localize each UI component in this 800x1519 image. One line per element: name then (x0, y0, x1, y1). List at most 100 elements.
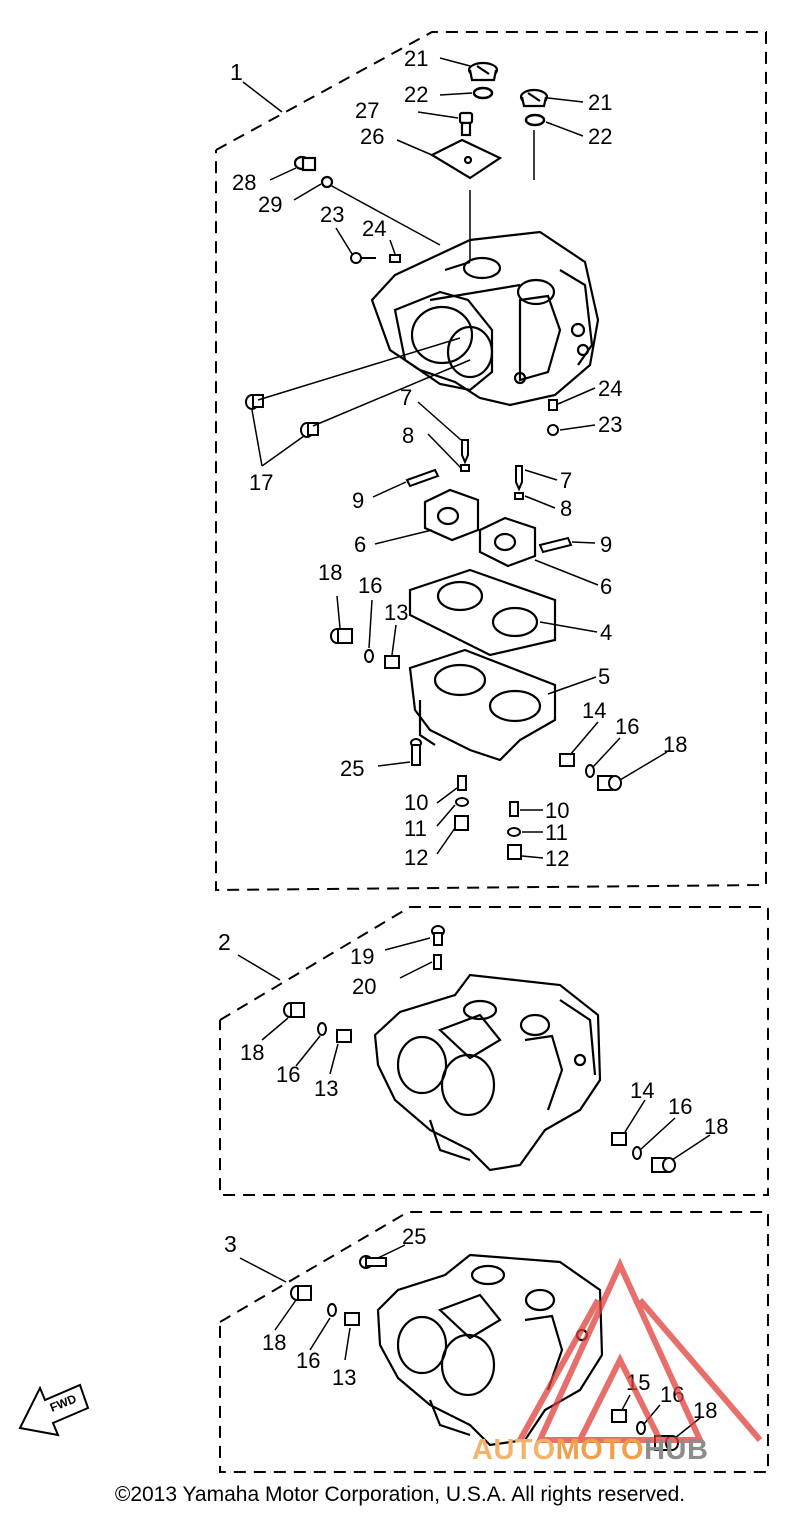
jet-15-g3 (611, 1409, 627, 1423)
callout-24-top: 24 (362, 216, 386, 241)
fwd-arrow-icon: FWD (18, 1383, 90, 1437)
float-pin-9-b (538, 536, 573, 554)
jet-13-g2 (336, 1029, 352, 1043)
screw-17-b (300, 422, 319, 438)
callout-16-g3-left: 16 (296, 1348, 320, 1373)
needle-valve-7-b (515, 465, 523, 492)
leader-lines-group-1 (251, 57, 668, 859)
callout-16-left: 16 (358, 573, 382, 598)
main-jet-10-a (457, 775, 467, 791)
gasket-4 (408, 568, 557, 657)
watermark-logo-icon (517, 1257, 763, 1443)
group-1-boundary (215, 31, 767, 892)
callout-12-a: 12 (404, 845, 428, 870)
callout-4: 4 (600, 620, 612, 645)
callout-9-a: 9 (352, 488, 364, 513)
callout-11-a: 11 (404, 816, 427, 841)
group-2-boundary (219, 906, 769, 1196)
callout-18-left: 18 (318, 560, 342, 585)
callout-21-right: 21 (588, 90, 612, 115)
screw-plug-21-left (467, 61, 499, 82)
plug-12-b (507, 844, 522, 860)
callout-22-right: 22 (588, 124, 612, 149)
watermark-part-hub: HUB (644, 1434, 709, 1466)
callout-11-b: 11 (545, 820, 568, 845)
jet-13 (384, 655, 400, 669)
callout-28: 28 (232, 170, 256, 195)
callouts-group-1: 21 22 21 22 27 26 28 29 23 24 24 23 17 7… (232, 46, 687, 871)
callout-18-right: 18 (663, 732, 687, 757)
callout-6-b: 6 (600, 574, 612, 599)
gasket-22-right (524, 113, 546, 127)
callout-24-bottom: 24 (598, 376, 622, 401)
spring-20 (433, 954, 442, 970)
screw-25 (410, 738, 422, 766)
callout-16-g2-right: 16 (668, 1094, 692, 1119)
group-2-label: 2 (218, 929, 231, 955)
callout-14: 14 (582, 698, 606, 723)
screw-27 (458, 111, 474, 137)
copyright-notice: ©2013 Yamaha Motor Corporation, U.S.A. A… (114, 1483, 686, 1506)
float-pin-9-a (405, 468, 440, 488)
cover-plate-26 (429, 138, 503, 180)
callout-9-b: 9 (600, 532, 612, 557)
callout-16-right: 16 (615, 714, 639, 739)
callout-27: 27 (355, 98, 379, 123)
needle-valve-7-a (461, 439, 469, 465)
callout-16-g2-left: 16 (276, 1062, 300, 1087)
screw-18-g2-left (283, 1002, 305, 1018)
callout-18-g2-left: 18 (240, 1040, 264, 1065)
screw-23-bottom (547, 424, 559, 436)
gasket-16-left (364, 649, 374, 663)
float-6-b (478, 516, 537, 568)
float-6-a (423, 488, 480, 542)
callout-18-g3-right: 18 (693, 1398, 717, 1423)
callout-13: 13 (384, 600, 408, 625)
leader-lines-group-3 (274, 1244, 701, 1439)
callout-17: 17 (249, 470, 273, 495)
callout-23-top: 23 (320, 202, 344, 227)
clip-8-b (514, 492, 524, 500)
group-1-label: 1 (230, 59, 243, 85)
callout-7-b: 7 (560, 468, 572, 493)
screw-plug-21-right (519, 88, 549, 108)
watermark-part-moto: MOTO (555, 1434, 645, 1466)
callout-13-g3: 13 (332, 1365, 356, 1390)
callout-10-a: 10 (404, 790, 428, 815)
screw-17-a (245, 394, 264, 410)
callout-23-bottom: 23 (598, 412, 622, 437)
callout-6-a: 6 (354, 532, 366, 557)
watermark-part-auto: AUTO (472, 1434, 556, 1466)
callout-20: 20 (352, 974, 376, 999)
gasket-16-g2-left (317, 1022, 327, 1036)
jet-13-g3 (344, 1312, 360, 1326)
callout-18-g3-left: 18 (262, 1330, 286, 1355)
plug-12-a (454, 815, 469, 831)
screw-23-top (350, 252, 376, 264)
washer-11-b (507, 827, 521, 837)
washer-11-a (455, 797, 469, 807)
screw-18-g2-right (651, 1157, 676, 1173)
gasket-22-left (472, 86, 494, 100)
carburetor-assembly-2 (373, 973, 602, 1172)
jet-14-g2 (611, 1132, 627, 1146)
callout-5: 5 (598, 664, 610, 689)
clip-8-a (460, 464, 470, 472)
callout-12-b: 12 (545, 846, 569, 871)
callout-8-a: 8 (402, 423, 414, 448)
callout-21-left: 21 (404, 46, 428, 71)
screw-25-g3 (359, 1255, 387, 1269)
washer-29 (320, 175, 334, 189)
callouts-group-3: 25 18 16 13 15 16 18 (262, 1224, 717, 1423)
screw-18-g3-left (290, 1285, 312, 1301)
gasket-16-right (585, 764, 595, 778)
spring-24-top (389, 254, 401, 263)
carburetor-body-top-assembly (370, 230, 600, 407)
callout-25-g3: 25 (402, 1224, 426, 1249)
screw-18-left (330, 628, 353, 644)
callout-26: 26 (360, 124, 384, 149)
callout-29: 29 (258, 192, 282, 217)
carburetor-assembly-3 (376, 1253, 604, 1447)
callout-18-g2-right: 18 (704, 1114, 728, 1139)
